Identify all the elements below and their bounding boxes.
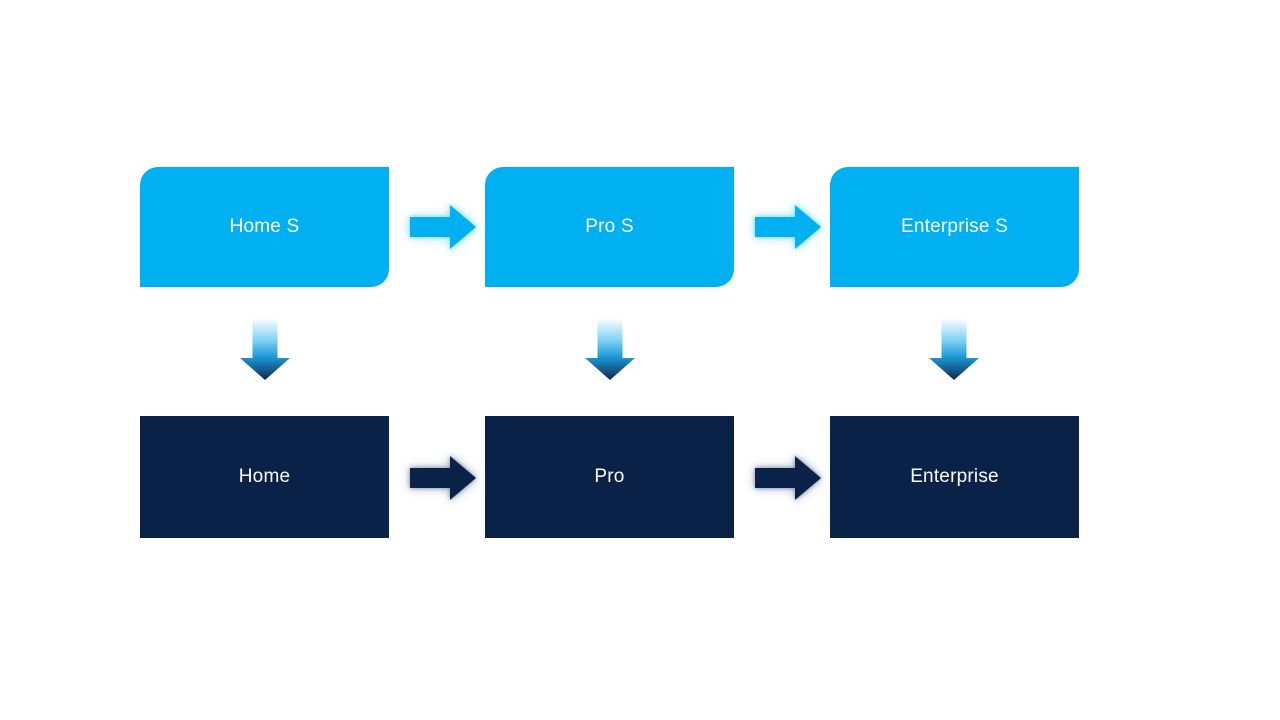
box-label: Pro S <box>585 216 634 237</box>
down-arrow-icon <box>585 318 635 380</box>
down-arrow-icon <box>929 318 979 380</box>
right-arrow-icon <box>410 456 476 500</box>
box-pro-s: Pro S <box>485 167 734 287</box>
box-pro: Pro <box>485 416 734 538</box>
box-enterprise-s: Enterprise S <box>830 167 1079 287</box>
box-label: Enterprise S <box>901 216 1008 237</box>
down-arrow-icon <box>240 318 290 380</box>
right-arrow-icon <box>755 205 821 249</box>
box-label: Home <box>238 466 291 487</box>
right-arrow-icon <box>410 205 476 249</box>
box-home-s: Home S <box>140 167 389 287</box>
box-label: Enterprise <box>910 466 999 487</box>
box-enterprise: Enterprise <box>830 416 1079 538</box>
box-label: Home S <box>229 216 300 237</box>
right-arrow-icon <box>755 456 821 500</box>
box-label: Pro <box>594 466 625 487</box>
box-home: Home <box>140 416 389 538</box>
